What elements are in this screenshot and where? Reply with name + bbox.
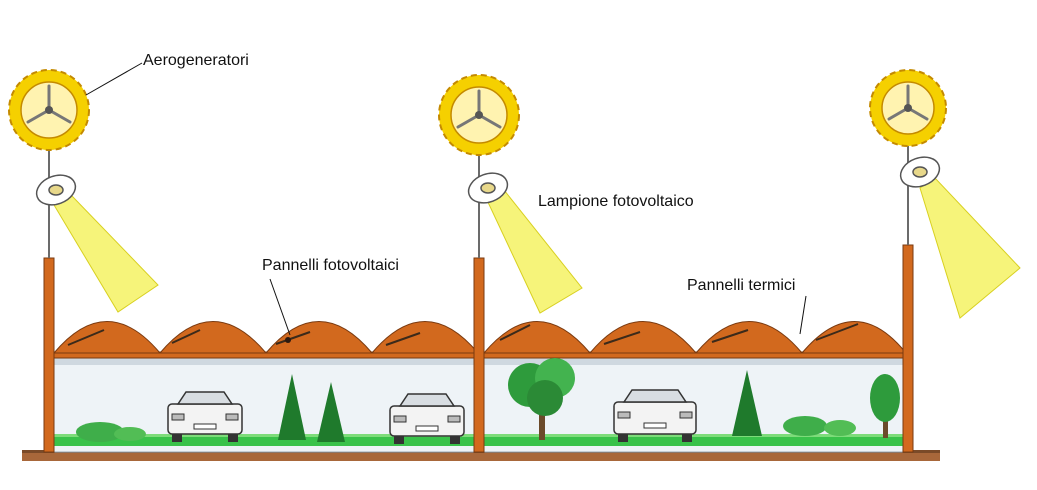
roof-domes: [52, 321, 908, 354]
leader-lines: [85, 62, 807, 336]
shrub-left-2: [114, 427, 146, 441]
shrub-right-2: [824, 420, 856, 436]
panel-strips: [67, 323, 859, 346]
label-pannelli-termici: Pannelli termici: [687, 277, 796, 294]
panel-marker: [285, 337, 291, 343]
label-pannelli-fotovoltaici: Pannelli fotovoltaici: [262, 257, 399, 274]
wind-generator-left: [8, 69, 90, 151]
label-aerogeneratori: Aerogeneratori: [143, 52, 249, 69]
light-beams: [53, 177, 1021, 319]
lamp-heads: [35, 156, 941, 206]
shrub-right: [783, 416, 827, 436]
shrub-left: [76, 422, 124, 442]
wind-generator-center: [438, 74, 520, 156]
small-tree-right: [870, 374, 900, 438]
car-1: [167, 391, 243, 442]
wind-generator-right: [869, 69, 947, 147]
car-2: [389, 393, 465, 444]
car-3: [613, 389, 697, 442]
broadleaf-tree: [508, 358, 575, 440]
trees: [76, 358, 900, 442]
label-lampione-fotovoltaico: Lampione fotovoltaico: [538, 193, 694, 210]
